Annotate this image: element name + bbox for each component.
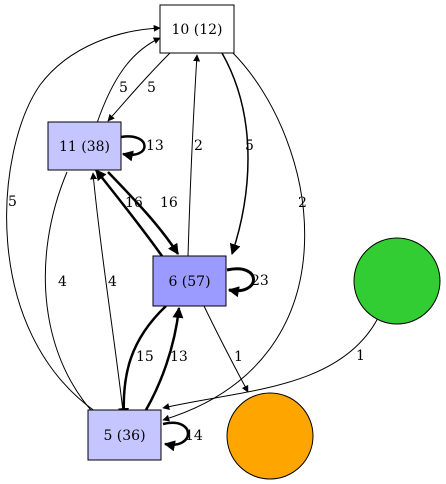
node-5-box [87, 409, 162, 461]
edge-10-to-5 [162, 51, 306, 422]
edge-label-11-to-6: 16 [160, 195, 178, 211]
edge-label-5-self: 14 [185, 428, 203, 444]
edge-green-to-5 [162, 317, 379, 410]
node-11-label: 11 (38) [59, 139, 110, 155]
edge-6-to-11 [95, 169, 164, 257]
edge-6-to-5 [118, 305, 167, 420]
node-green-circle[interactable] [353, 237, 441, 325]
edge-10-to-6 [221, 52, 249, 256]
node-5[interactable]: 5 (36) [87, 409, 162, 461]
edge-label-10-to-6: 5 [245, 138, 254, 154]
edge-6-self [226, 267, 255, 298]
edge-label-11-to-5: 4 [58, 274, 67, 290]
edge-6-to-10 [187, 54, 201, 257]
edge-5-to-10 [6, 24, 161, 413]
edge-label-5-to-6: 13 [170, 349, 188, 365]
node-10-label: 10 (12) [171, 22, 222, 38]
edge-label-6-to-orange: 1 [234, 349, 243, 365]
edge-11-to-10 [96, 37, 161, 124]
node-orange-circle[interactable] [226, 392, 314, 480]
node-11[interactable]: 11 (38) [47, 121, 122, 171]
edge-5-self [162, 421, 190, 452]
edge-label-6-self: 23 [251, 273, 269, 289]
edge-6-to-orange [203, 305, 249, 393]
edge-label-10-to-5: 2 [298, 195, 307, 211]
edge-label-6-to-11: 16 [125, 195, 143, 211]
node-5-label: 5 (36) [103, 428, 145, 444]
edge-label-5-to-10: 5 [8, 194, 17, 210]
edge-11-to-6 [107, 171, 180, 255]
node-6-box [152, 255, 227, 307]
edge-label-6-to-5: 15 [136, 349, 154, 365]
edge-11-self [120, 135, 146, 162]
edge-5-to-6 [138, 306, 184, 421]
edge-label-green-to-5: 1 [356, 348, 365, 364]
edges: 5 5 13 2 5 16 16 23 5 2 4 4 [6, 24, 379, 452]
node-6[interactable]: 6 (57) [152, 255, 227, 307]
edge-11-to-5 [44, 171, 101, 421]
edge-label-11-self: 13 [146, 138, 164, 154]
edge-label-10-to-11: 5 [147, 80, 156, 96]
edge-label-6-to-10: 2 [194, 138, 203, 154]
node-10-box [159, 4, 235, 54]
edge-5-to-11 [90, 172, 125, 421]
edge-label-5-to-11: 4 [108, 274, 117, 290]
edge-label-11-to-10: 5 [119, 80, 128, 96]
node-10[interactable]: 10 (12) [159, 4, 235, 54]
nodes: 10 (12) 11 (38) 6 (57) 5 (36) [47, 4, 441, 480]
edge-10-to-11 [107, 52, 171, 122]
node-6-label: 6 (57) [168, 274, 210, 290]
node-11-box [47, 121, 122, 171]
